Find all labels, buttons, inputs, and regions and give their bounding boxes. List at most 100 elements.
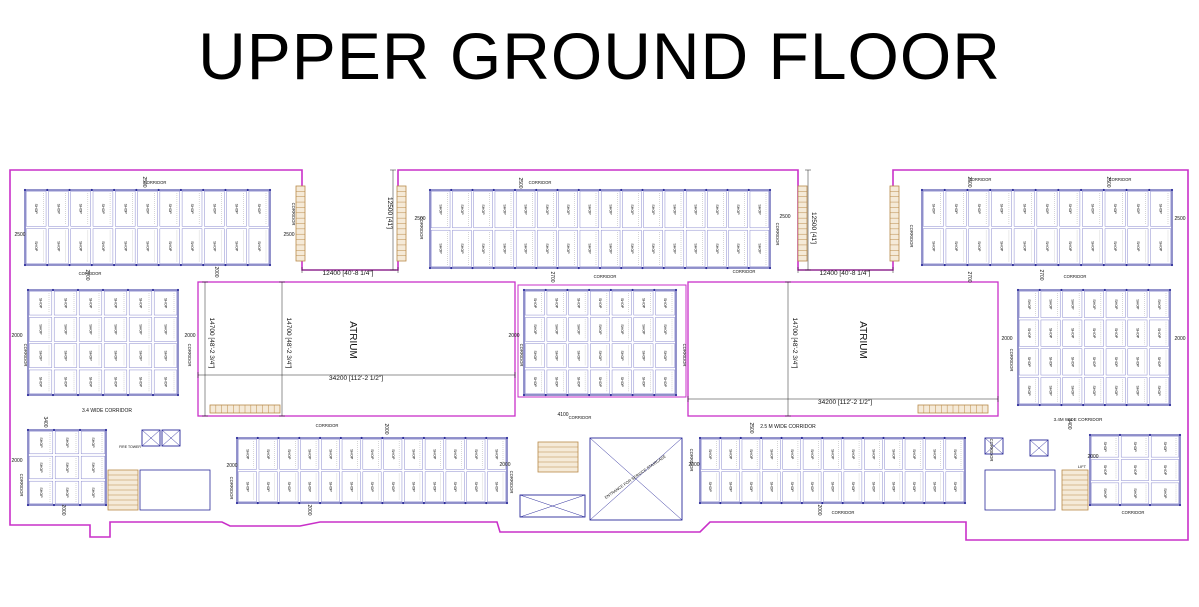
shop-label: SHOP: [641, 298, 645, 309]
shop-cell: [28, 343, 53, 368]
corridor-label: CORRIDOR: [969, 177, 992, 182]
shop-cell: [53, 369, 78, 395]
shop-label: SHOP: [954, 241, 958, 252]
shop-label: SHOP: [1045, 241, 1049, 252]
shop-label: SHOP: [729, 482, 733, 493]
shop-label: SHOP: [502, 243, 506, 254]
shop-cell: [430, 190, 451, 229]
page-title: UPPER GROUND FLOOR: [198, 19, 1001, 93]
shop-label: SHOP: [453, 482, 457, 493]
shop-cell: [445, 471, 465, 503]
column-marker: [963, 436, 967, 440]
wide-corridor-right-label: 3.4M WIDE CORRIDOR: [1054, 417, 1104, 422]
shop-cell: [1120, 435, 1150, 458]
shop-cell: [1150, 228, 1172, 265]
core-cross: [589, 437, 683, 521]
shop-cell: [546, 343, 567, 368]
shop-label: SHOP: [287, 449, 291, 460]
shop-label: SHOP: [114, 324, 118, 335]
shop-label: SHOP: [123, 204, 127, 215]
shops-top-left-frame: [24, 189, 271, 266]
column-marker: [428, 188, 432, 192]
shop-cell: [802, 471, 822, 503]
shops-bottom-right-frame: [699, 437, 966, 504]
column-marker: [566, 393, 569, 397]
shop-label: SHOP: [1136, 241, 1140, 252]
column-marker: [566, 288, 569, 292]
atrium-left-void: [197, 281, 516, 417]
dim-span-34200-left: [197, 372, 516, 378]
column-marker: [620, 266, 623, 270]
shop-label: SHOP: [587, 204, 591, 215]
shop-label: SHOP: [349, 449, 353, 460]
escalator-atrium-left: [209, 404, 281, 414]
column-marker: [609, 393, 612, 397]
core-cross: [1029, 439, 1049, 457]
shop-label: SHOP: [1049, 299, 1053, 310]
shop-cell: [633, 369, 654, 395]
shop-label: SHOP: [533, 377, 537, 388]
shop-label: SHOP: [672, 204, 676, 215]
shops-bottom-left: SHOPSHOPSHOPSHOPSHOPSHOPSHOPSHOPSHOPSHOP…: [235, 436, 509, 505]
shop-cell: [1149, 290, 1170, 318]
shop-cell: [321, 438, 340, 470]
column-marker: [760, 436, 763, 440]
column-marker: [1034, 188, 1037, 192]
shop-cell: [884, 438, 903, 470]
shop-cell: [823, 471, 842, 503]
shop-cell: [226, 228, 247, 265]
shop-label: SHOP: [1113, 241, 1117, 252]
shop-label: SHOP: [1000, 241, 1004, 252]
shop-label: SHOP: [736, 204, 740, 215]
shop-cell: [424, 438, 444, 470]
column-marker: [1168, 288, 1172, 292]
shops-bottom-far-right-frame: [1089, 434, 1181, 506]
column-marker: [841, 501, 844, 505]
wide-corridor-mid-label: 2.5 M WIDE CORRIDOR: [760, 424, 816, 430]
shop-cell: [707, 190, 727, 229]
column-marker: [1082, 288, 1085, 292]
shop-cell: [864, 471, 883, 503]
shops-center-mid: SHOPSHOPSHOPSHOPSHOPSHOPSHOPSHOPSHOPSHOP…: [522, 288, 678, 397]
shop-label: SHOP: [1157, 299, 1161, 310]
shop-label: SHOP: [524, 204, 528, 215]
shop-cell: [558, 190, 578, 229]
shop-cell: [1040, 348, 1061, 376]
shop-label: SHOP: [953, 449, 957, 460]
shop-label: SHOP: [245, 482, 249, 493]
column-marker: [768, 266, 772, 270]
column-marker: [1088, 503, 1092, 507]
shop-cell: [473, 229, 493, 268]
shop-cell: [115, 190, 136, 227]
shop-cell: [633, 343, 654, 368]
column-marker: [683, 188, 687, 192]
shop-cell: [1105, 319, 1126, 347]
shop-label: SHOP: [1022, 241, 1026, 252]
shop-label: SHOP: [39, 351, 43, 362]
shop-cell: [1090, 435, 1120, 458]
corridor-label: CORRIDOR: [229, 477, 234, 500]
service-void: [589, 437, 683, 521]
column-marker: [202, 188, 205, 192]
dim-value: 2000: [1174, 336, 1185, 342]
corridor-label: CORRIDOR: [733, 269, 756, 274]
shop-cell: [424, 471, 444, 503]
shop-cell: [28, 369, 53, 395]
shop-label: SHOP: [555, 351, 559, 362]
dim-span-12500-right: [805, 169, 811, 271]
shop-label: SHOP: [257, 204, 261, 215]
shop-label: SHOP: [672, 243, 676, 254]
shop-label: SHOP: [1103, 465, 1107, 476]
column-marker: [1034, 263, 1037, 267]
column-marker: [176, 288, 180, 292]
shop-label: SHOP: [101, 241, 105, 252]
shop-cell: [622, 190, 642, 229]
shop-label: SHOP: [56, 204, 60, 215]
shop-label: SHOP: [566, 204, 570, 215]
column-marker: [26, 393, 30, 397]
dim-value: 2000: [213, 266, 219, 277]
column-marker: [1118, 433, 1122, 437]
column-marker: [76, 393, 80, 397]
shop-cell: [128, 369, 153, 395]
